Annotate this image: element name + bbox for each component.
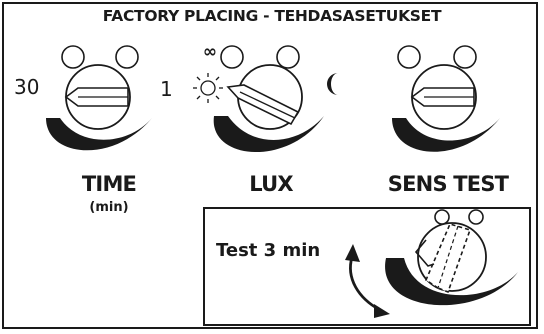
time-unit-label: (min) (89, 200, 129, 215)
led-right-icon (276, 45, 300, 69)
led-icon (434, 209, 450, 225)
led-left-icon (61, 45, 85, 69)
lux-label: LUX (249, 172, 293, 196)
led-icon (468, 209, 484, 225)
diagram-title: FACTORY PLACING - TEHDASASETUKSET (102, 7, 442, 25)
time-dial (46, 45, 152, 151)
sun-icon (200, 80, 216, 96)
sens-test-label: SENS TEST (387, 172, 509, 196)
time-label: TIME (81, 172, 137, 196)
time-min-marker: 30 (14, 75, 40, 99)
test-panel-label: Test 3 min (216, 240, 321, 261)
led-right-icon (115, 45, 139, 69)
led-left-icon (397, 45, 421, 69)
test-panel (203, 207, 531, 326)
moon-icon (327, 73, 338, 95)
diagram-frame (2, 2, 538, 329)
time-max-marker: 1 (160, 77, 173, 101)
range-arc-icon (392, 118, 500, 152)
infinity-symbol: ∞ (202, 42, 218, 62)
range-arc-icon (46, 118, 152, 151)
test-dial (345, 209, 518, 318)
led-right-icon (453, 45, 477, 69)
knob-pointer-icon (425, 223, 472, 294)
lux-dial (193, 45, 338, 153)
range-arc-icon (213, 116, 324, 153)
double-arrow-icon (349, 256, 381, 312)
range-arc-icon (385, 258, 518, 306)
sens-dial (392, 45, 500, 152)
led-left-icon (220, 45, 244, 69)
